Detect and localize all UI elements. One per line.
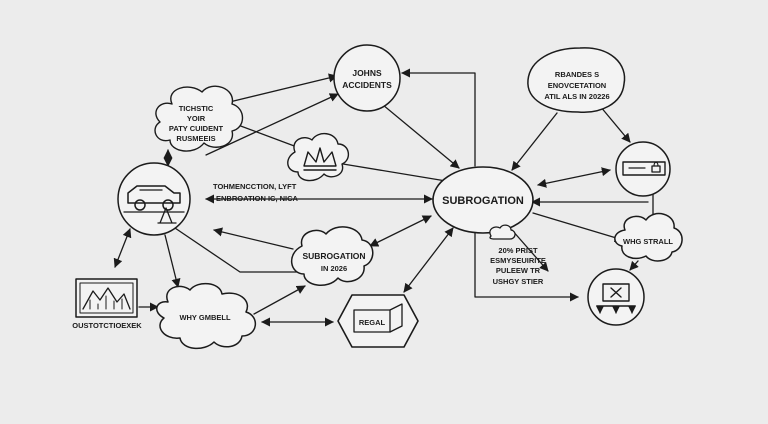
image-panel-caption: OUSTOTCTIOEXEK <box>72 321 142 330</box>
subrogation-center-node[interactable]: SUBROGATION <box>432 166 534 240</box>
line-cloud-to-subrogation <box>342 163 447 182</box>
thistle-line1: TICHSTIC <box>179 104 214 113</box>
why-label: WHY GMBELL <box>179 313 231 322</box>
subrogation-ellipse <box>432 166 534 234</box>
thistle-line4: RUSMEEIS <box>176 134 215 143</box>
middle-line1: TOHMENCCTION, LYFT <box>213 182 297 191</box>
sub2026-line2: IN 2026 <box>321 264 347 273</box>
arrow-subrogation-to-wing <box>532 212 624 243</box>
wing-cloud-shape <box>614 212 683 262</box>
connection-label: TOHMENCCTION, LYFT ENBROATION IC, NICA <box>213 182 299 203</box>
rbandes-line1: RBANDES S <box>555 70 599 79</box>
why-cloud-shape <box>156 282 256 350</box>
regal-label: REGAL <box>359 318 386 327</box>
arrow-why-to-sub2026 <box>253 285 306 315</box>
thistle-line2: YOIR <box>187 114 206 123</box>
line-sub2026-to-car <box>171 225 298 273</box>
why-cloud-node[interactable]: WHY GMBELL <box>156 282 256 350</box>
subrogation-mini-cloud <box>489 224 516 240</box>
device-circle <box>587 268 645 326</box>
stats-line1: 20% PRIST <box>498 246 538 255</box>
stats-line2: ESMYSEUIRITE <box>490 256 546 265</box>
wing-cloud-node[interactable]: WHG STRALL <box>614 212 683 262</box>
regal-hexagon <box>337 294 419 348</box>
arrow-car-image <box>113 228 132 268</box>
arrow-johns-subrogation <box>376 99 460 169</box>
image-panel-inner <box>79 282 134 314</box>
lock-icon <box>622 161 666 176</box>
middle-line2: ENBROATION IC, NICA <box>216 194 299 203</box>
johns-circle <box>333 44 401 112</box>
rbandes-line2: ENOVCETATION <box>548 81 606 90</box>
wing-label: WHG STRALL <box>623 237 673 246</box>
johns-accidents-node[interactable]: JOHNS ACCIDENTS <box>333 44 401 112</box>
arrow-sub2026-to-car <box>213 227 294 250</box>
arrow-subrogation-sub2026 <box>369 215 432 247</box>
regal-node[interactable]: REGAL <box>337 294 419 348</box>
regal-box <box>353 309 391 333</box>
small-cloud-node[interactable] <box>287 133 349 182</box>
image-panel-node[interactable]: OUSTOTCTIOEXEK <box>72 278 142 330</box>
rbandes-bubble <box>527 47 626 113</box>
stats-line3: PULEEW TR <box>496 266 541 275</box>
mountain-chart-icon <box>82 287 131 310</box>
arrow-thistle-to-johns <box>212 73 338 107</box>
subrogation-label: SUBROGATION <box>442 195 524 207</box>
car-circle-node[interactable] <box>117 162 191 236</box>
regal-tab <box>389 303 403 333</box>
arrow-subrogation-to-stats <box>511 229 549 272</box>
subrogation-2026-node[interactable]: SUBROGATION IN 2026 <box>291 226 374 286</box>
rbandes-line3: ATIL ALS IN 20226 <box>544 92 609 101</box>
crown-icon <box>303 147 337 171</box>
arrow-wing-to-device <box>629 260 639 271</box>
arrow-subrogation-to-device <box>474 232 579 302</box>
johns-line1: JOHNS <box>352 68 382 78</box>
connectors <box>113 68 654 327</box>
arrow-subrogation-to-johns <box>401 68 476 167</box>
arrow-car-to-why <box>164 234 181 288</box>
subrogation-2026-shape <box>291 226 374 286</box>
device-circle-node[interactable] <box>587 268 645 326</box>
arrow-rbandes-to-lock <box>599 105 631 143</box>
arrow-rbandes-to-subrogation <box>511 112 558 171</box>
sub2026-line1: SUBROGATION <box>302 251 365 261</box>
arrow-car-to-johns <box>205 93 339 156</box>
thistle-line3: PATY CUIDENT <box>169 124 224 133</box>
arrow-subrogation-regal <box>403 227 454 293</box>
rbandes-node[interactable]: RBANDES S ENOVCETATION ATIL ALS IN 20226 <box>527 47 626 113</box>
stats-text-block: 20% PRIST ESMYSEUIRITE PULEEW TR USHGY S… <box>490 246 546 286</box>
thistle-cloud-node[interactable]: TICHSTIC YOIR PATY CUIDENT RUSMEEIS <box>154 85 244 152</box>
scale-device-icon <box>595 283 637 314</box>
arrow-subrogation-lock <box>537 167 611 188</box>
car-icon <box>123 185 185 224</box>
lock-circle-node[interactable] <box>615 141 671 197</box>
thistle-cloud-shape <box>154 85 244 152</box>
lock-circle <box>615 141 671 197</box>
johns-line2: ACCIDENTS <box>342 80 392 90</box>
stats-line4: USHGY STIER <box>493 277 544 286</box>
car-circle <box>117 162 191 236</box>
